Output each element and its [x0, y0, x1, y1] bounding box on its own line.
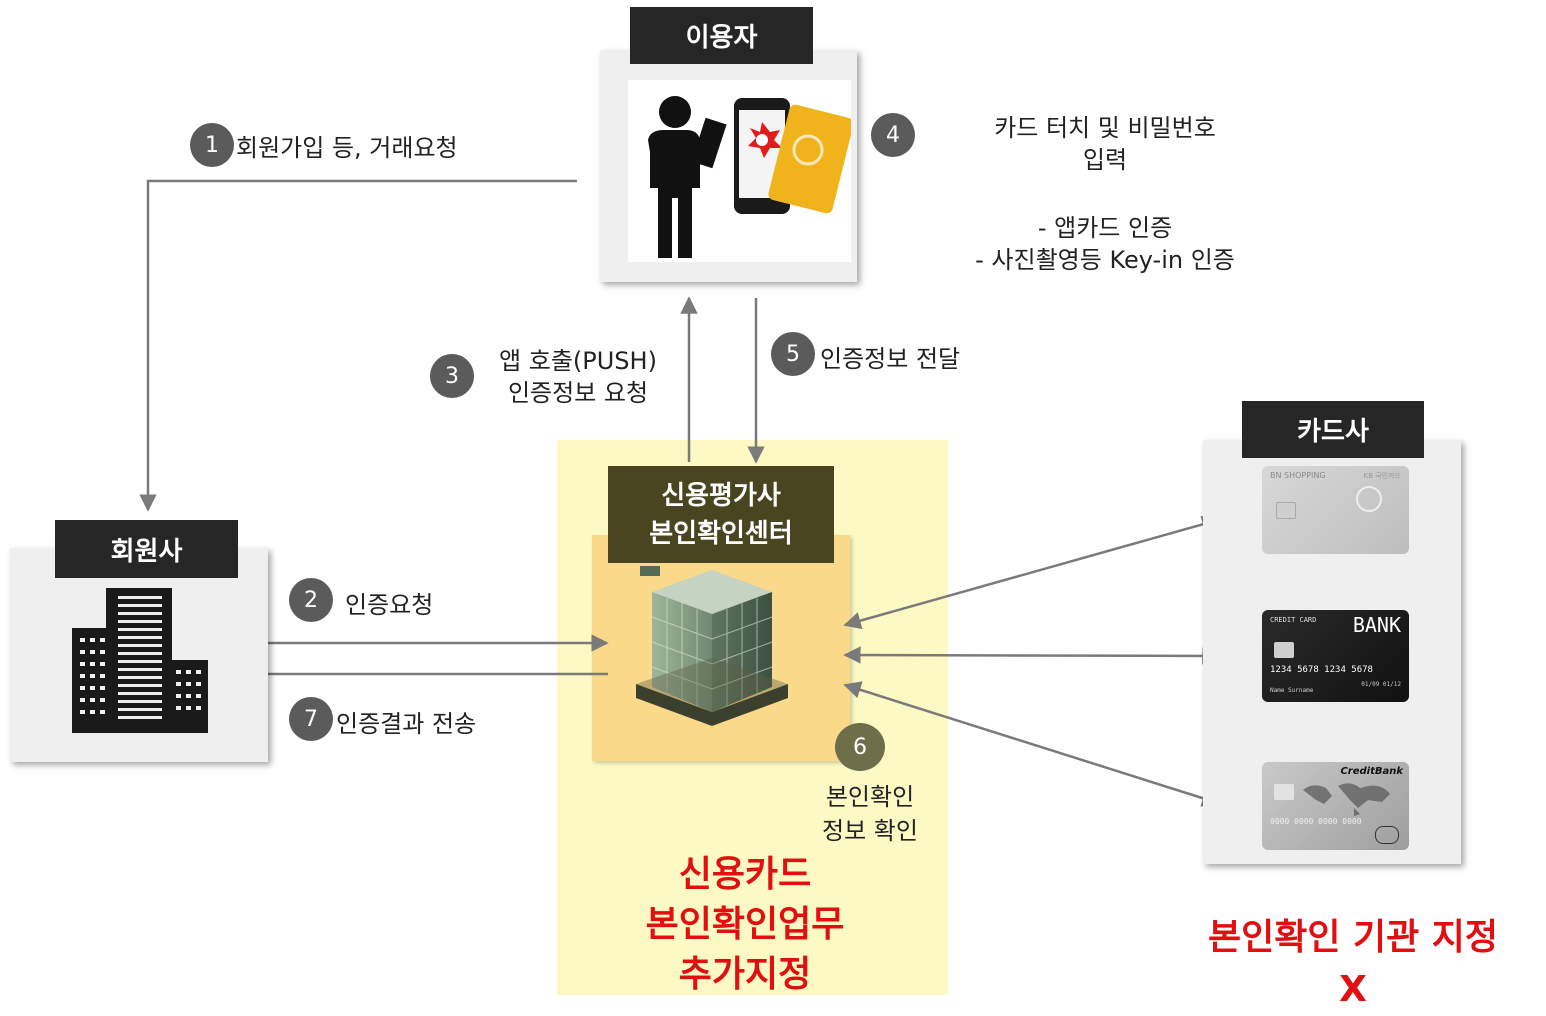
- step-4-line2: 입력: [1082, 146, 1128, 174]
- step-3-line1: 앱 호출(PUSH): [499, 347, 657, 375]
- user-header: 이용자: [630, 7, 813, 64]
- arrow-cb-card3: [843, 681, 1220, 807]
- step-1-badge: 1: [190, 123, 234, 167]
- user-person-icon: [648, 96, 854, 258]
- step-5-badge: 5: [771, 332, 815, 376]
- card2-exp: 01/09 01/12: [1361, 681, 1401, 688]
- card-note-line1: 본인확인 기관 지정: [1207, 917, 1499, 958]
- credit-bureau-title-line1: 신용평가사: [661, 480, 781, 511]
- member-header: 회원사: [55, 520, 238, 578]
- power-icon: [1356, 486, 1382, 512]
- step-6-badge: 6: [835, 723, 885, 771]
- step-3-line2: 인증정보 요청: [507, 379, 649, 407]
- card2-bank: BANK: [1352, 613, 1401, 637]
- card-designation-note: 본인확인 기관 지정 X: [1160, 912, 1546, 1016]
- card3-chip: [1274, 784, 1294, 800]
- card-grey-map: CreditBank 0000 0000 0000 0000: [1262, 762, 1409, 850]
- card-note-line2: X: [1339, 969, 1367, 1010]
- step-5-label: 인증정보 전달: [820, 345, 961, 373]
- step-2-badge: 2: [289, 578, 333, 622]
- card2-chip: [1274, 642, 1294, 658]
- step-4-line1: 카드 터치 및 비밀번호: [994, 114, 1216, 142]
- card3-logo: [1375, 826, 1399, 844]
- card1-brand: BN SHOPPING: [1270, 471, 1326, 480]
- card3-number: 0000 0000 0000 0000: [1270, 817, 1362, 826]
- step-6-line1: 본인확인: [825, 783, 915, 811]
- card2-top-label: CREDIT CARD: [1270, 616, 1317, 624]
- world-map-icon: [1303, 783, 1390, 816]
- card3-brand: CreditBank: [1340, 766, 1403, 777]
- card2-number: 1234 5678 1234 5678: [1270, 665, 1373, 675]
- card-silver: BN SHOPPING KB 국민카드: [1262, 466, 1409, 554]
- step-1-label: 회원가입 등, 거래요청: [236, 134, 458, 162]
- office-tower-icon: [636, 566, 788, 726]
- card1-issuer: KB 국민카드: [1363, 472, 1401, 480]
- cb-note-line1: 신용카드: [678, 854, 812, 895]
- arrow-cb-card2: [843, 646, 1220, 665]
- step-4-line4: - 사진촬영등 Key-in 인증: [975, 246, 1235, 274]
- step-3-badge: 3: [430, 354, 474, 398]
- building-icon: [72, 588, 208, 733]
- card2-name: Name Surname: [1270, 687, 1314, 694]
- step-6-line2: 정보 확인: [822, 817, 918, 845]
- arrow-user-to-member: [139, 179, 577, 512]
- card1-chip: [1276, 502, 1296, 519]
- cb-designation-note: 신용카드 본인확인업무 추가지정: [580, 850, 910, 1000]
- credit-bureau-header: 신용평가사 본인확인센터: [608, 466, 834, 563]
- step-7-badge: 7: [289, 697, 333, 741]
- cb-note-line3: 추가지정: [678, 954, 812, 995]
- card-black: CREDIT CARD BANK 1234 5678 1234 5678 Nam…: [1262, 610, 1409, 702]
- arrow-cb-card1: [843, 515, 1220, 630]
- step-4-label: 카드 터치 및 비밀번호 입력 - 앱카드 인증 - 사진촬영등 Key-in …: [930, 112, 1280, 276]
- step-4-badge: 4: [871, 113, 915, 157]
- credit-bureau-title-line2: 본인확인센터: [649, 518, 793, 549]
- cb-note-line2: 본인확인업무: [645, 904, 845, 945]
- step-2-label: 인증요청: [345, 591, 434, 619]
- step-4-line3: - 앱카드 인증: [1037, 214, 1173, 242]
- card-company-header: 카드사: [1242, 401, 1424, 458]
- user-illustration: [628, 80, 854, 262]
- step-3-label: 앱 호출(PUSH) 인증정보 요청: [478, 345, 678, 409]
- step-6-label: 본인확인 정보 확인: [790, 780, 950, 848]
- step-7-label: 인증결과 전송: [336, 710, 477, 738]
